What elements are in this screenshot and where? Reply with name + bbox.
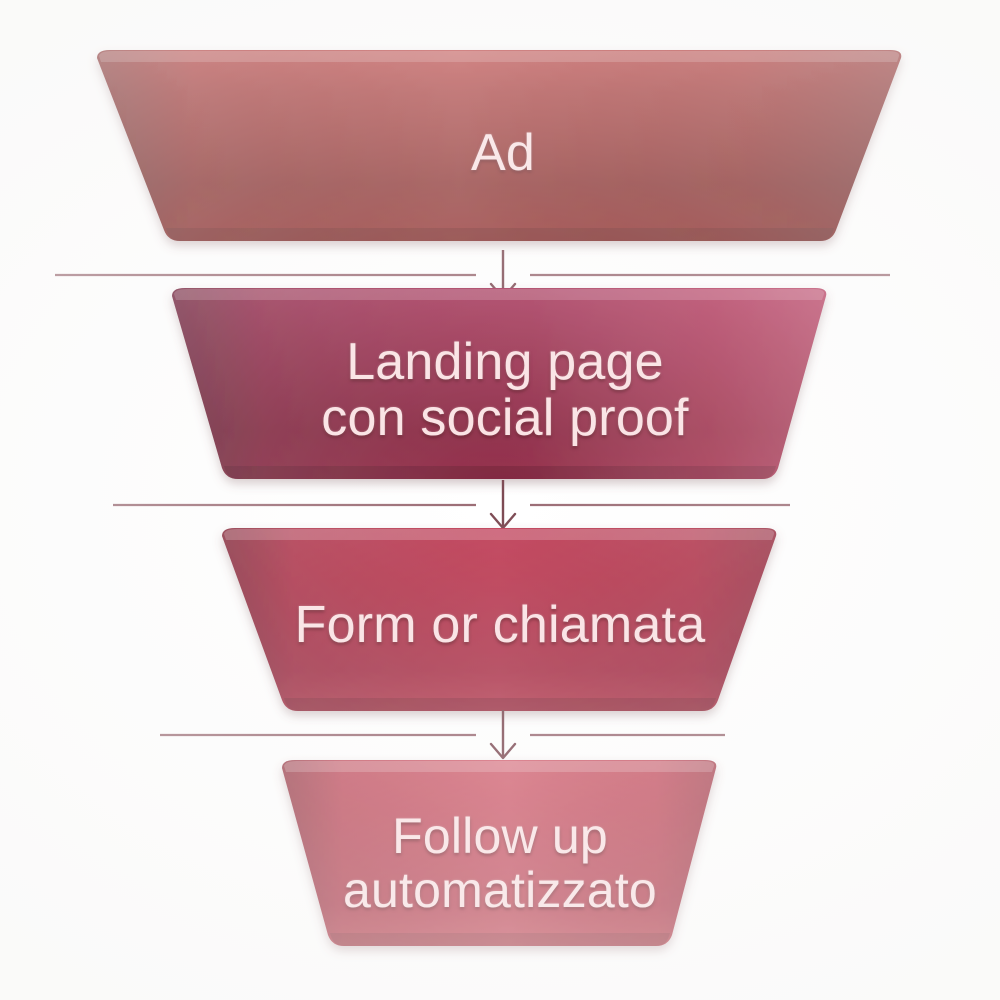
funnel-stage-2-label: Landing page con social proof [321,332,689,447]
funnel-connector-2 [0,478,1000,538]
down-arrow-icon [489,710,517,760]
down-arrow-icon [489,250,517,300]
down-arrow-icon [489,480,517,530]
funnel-stage-3-label: Form or chiamata [294,595,706,654]
funnel-connector-1 [0,248,1000,308]
funnel-stage-1-label: Ad [470,123,535,182]
funnel-stage-4-label: Follow up automatizzato [343,807,657,918]
funnel-connector-3 [0,708,1000,768]
